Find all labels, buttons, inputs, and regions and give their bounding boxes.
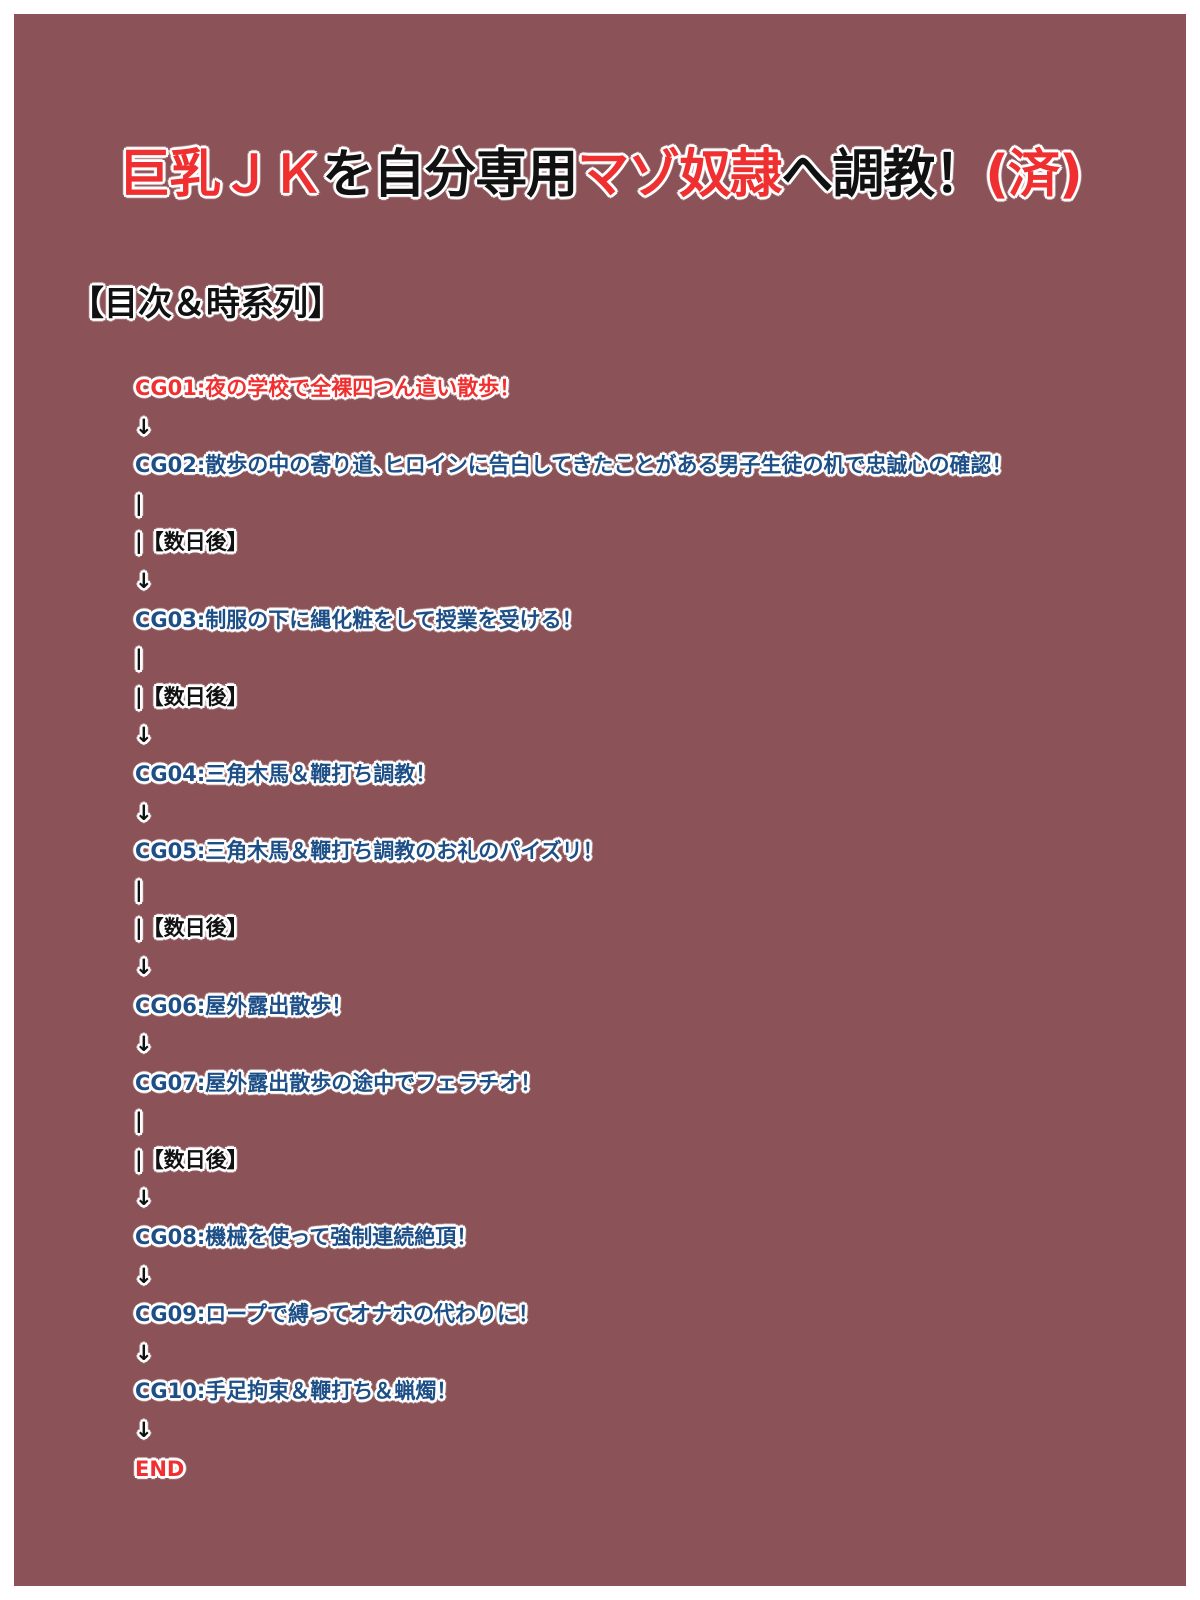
toc-list: CG01:夜の学校で全裸四つん這い散歩！ ↓ CG02:散歩の中の寄り道､ヒロインに… xyxy=(135,369,1013,1488)
timeline-connector: ↓ xyxy=(135,414,153,439)
title-part: (済) xyxy=(985,145,1083,205)
timeline-connector: | xyxy=(135,491,143,516)
timeline-connector: ↓ xyxy=(135,800,153,825)
toc-heading: 【目次＆時系列】 xyxy=(70,284,342,324)
title-part: へ調教！ xyxy=(781,145,986,205)
title-part: 巨乳ＪＫ xyxy=(118,145,323,205)
timeline-connector: | xyxy=(135,877,143,902)
timeline-connector: |【数日後】 xyxy=(135,684,248,709)
toc-entry: CG03:制服の下に縄化粧をして授業を受ける！ xyxy=(135,607,583,632)
timeline-connector: |【数日後】 xyxy=(135,1147,248,1172)
timeline-connector: ↓ xyxy=(135,1340,153,1365)
timeline-connector: ↓ xyxy=(135,1418,153,1443)
timeline-connector: |【数日後】 xyxy=(135,530,248,555)
timeline-connector: | xyxy=(135,646,143,671)
timeline-connector: ↓ xyxy=(135,954,153,979)
timeline-connector: ↓ xyxy=(135,1032,153,1057)
page-title: 巨乳ＪＫを自分専用マゾ奴隷へ調教！(済) xyxy=(14,132,1186,207)
toc-entry: END xyxy=(135,1456,185,1481)
timeline-connector: ↓ xyxy=(135,1186,153,1211)
toc-entry: CG08:機械を使って強制連続絶頂！ xyxy=(135,1225,478,1250)
toc-entry: CG09:ロープで縛ってオナホの代わりに！ xyxy=(135,1302,539,1327)
toc-entry: CG06:屋外露出散歩！ xyxy=(135,993,353,1018)
title-part: を自分専用 xyxy=(322,145,578,205)
title-part: マゾ奴隷 xyxy=(577,145,782,205)
timeline-connector: ↓ xyxy=(135,723,153,748)
toc-entry: CG10:手足拘束＆鞭打ち＆蝋燭！ xyxy=(135,1379,458,1404)
toc-entry: CG04:三角木馬＆鞭打ち調教！ xyxy=(135,761,437,786)
timeline-connector: ↓ xyxy=(135,1263,153,1288)
timeline-connector: |【数日後】 xyxy=(135,916,248,941)
toc-entry: CG05:三角木馬＆鞭打ち調教のお礼のパイズリ！ xyxy=(135,839,604,864)
timeline-connector: ↓ xyxy=(135,568,153,593)
timeline-connector: | xyxy=(135,1109,143,1134)
toc-entry: CG07:屋外露出散歩の途中でフェラチオ！ xyxy=(135,1070,542,1095)
page-panel: 巨乳ＪＫを自分専用マゾ奴隷へ調教！(済) 【目次＆時系列】 CG01:夜の学校で… xyxy=(14,14,1186,1586)
toc-entry: CG01:夜の学校で全裸四つん這い散歩！ xyxy=(135,376,521,400)
toc-entry: CG02:散歩の中の寄り道､ヒロインに告白してきたことがある男子生徒の机で忠誠心… xyxy=(135,453,1013,478)
